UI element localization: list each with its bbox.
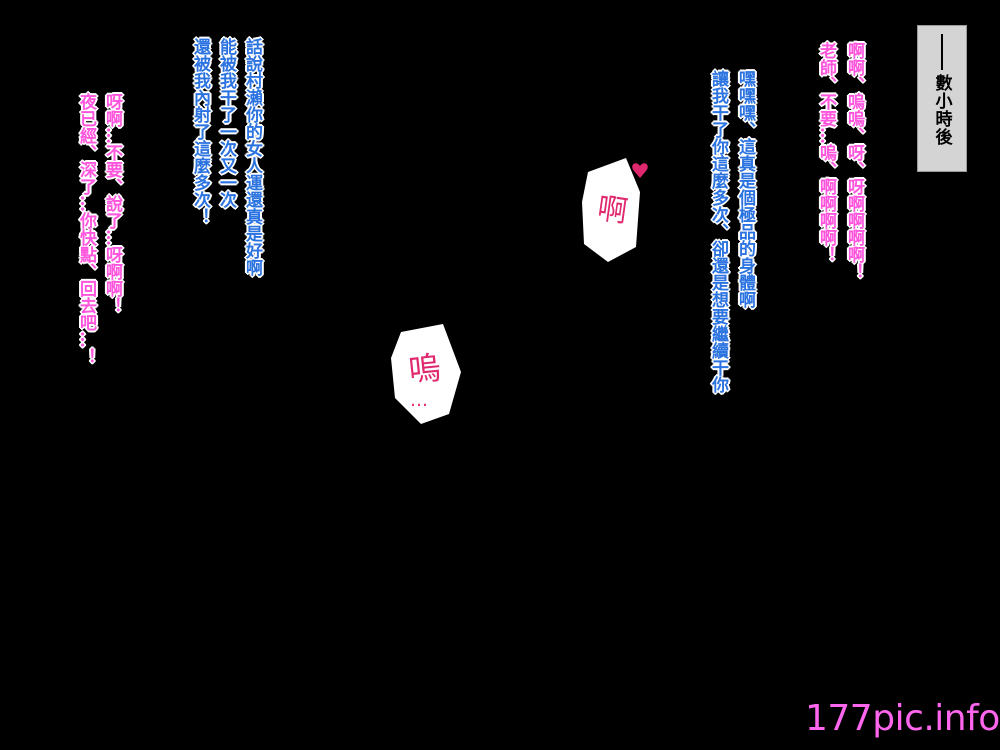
- caption-rule: [941, 34, 943, 70]
- watermark: 177pic.info: [805, 698, 1000, 739]
- dialogue-blue-left-3: 還被我內射了這麼多次！: [190, 38, 210, 225]
- sfx-bubble-2: 嗚 …: [391, 324, 461, 424]
- dialogue-pink-left-2: 夜已經、深了…你快點、回去吧…！: [76, 93, 96, 365]
- caption-text: 數小時後: [931, 74, 952, 146]
- sfx-bubble-1-shape: [582, 158, 640, 262]
- sfx-moan-2-tail: …: [410, 390, 428, 411]
- dialogue-blue-left-1: 話說村瀨你的女人運還真是好啊: [242, 38, 262, 276]
- dialogue-blue-left-2: 能被我干了一次又一次: [216, 38, 236, 208]
- time-skip-caption: 數小時後: [917, 25, 967, 172]
- sfx-bubble-1: 啊: [582, 158, 648, 262]
- dialogue-pink-left-1: 呀啊…不要、說了…呀啊啊！: [102, 93, 122, 314]
- heart-icon: [632, 163, 648, 178]
- dialogue-pink-right-2: 老師、不要…嗚、啊啊啊啊！: [816, 42, 836, 263]
- sfx-moan-2: 嗚: [407, 348, 443, 389]
- dialogue-pink-right-1: 啊啊、嗚嗚、呀、呀啊啊啊啊！: [844, 42, 864, 280]
- sfx-bubble-2-shape: [391, 324, 461, 424]
- sfx-moan-1: 啊: [595, 191, 630, 230]
- dialogue-blue-mid-2: 讓我干了你這麼多次、卻還是想要繼續干你: [708, 70, 728, 393]
- dialogue-blue-mid-1: 嘿嘿嘿、這真是個極品的身體啊: [735, 70, 755, 308]
